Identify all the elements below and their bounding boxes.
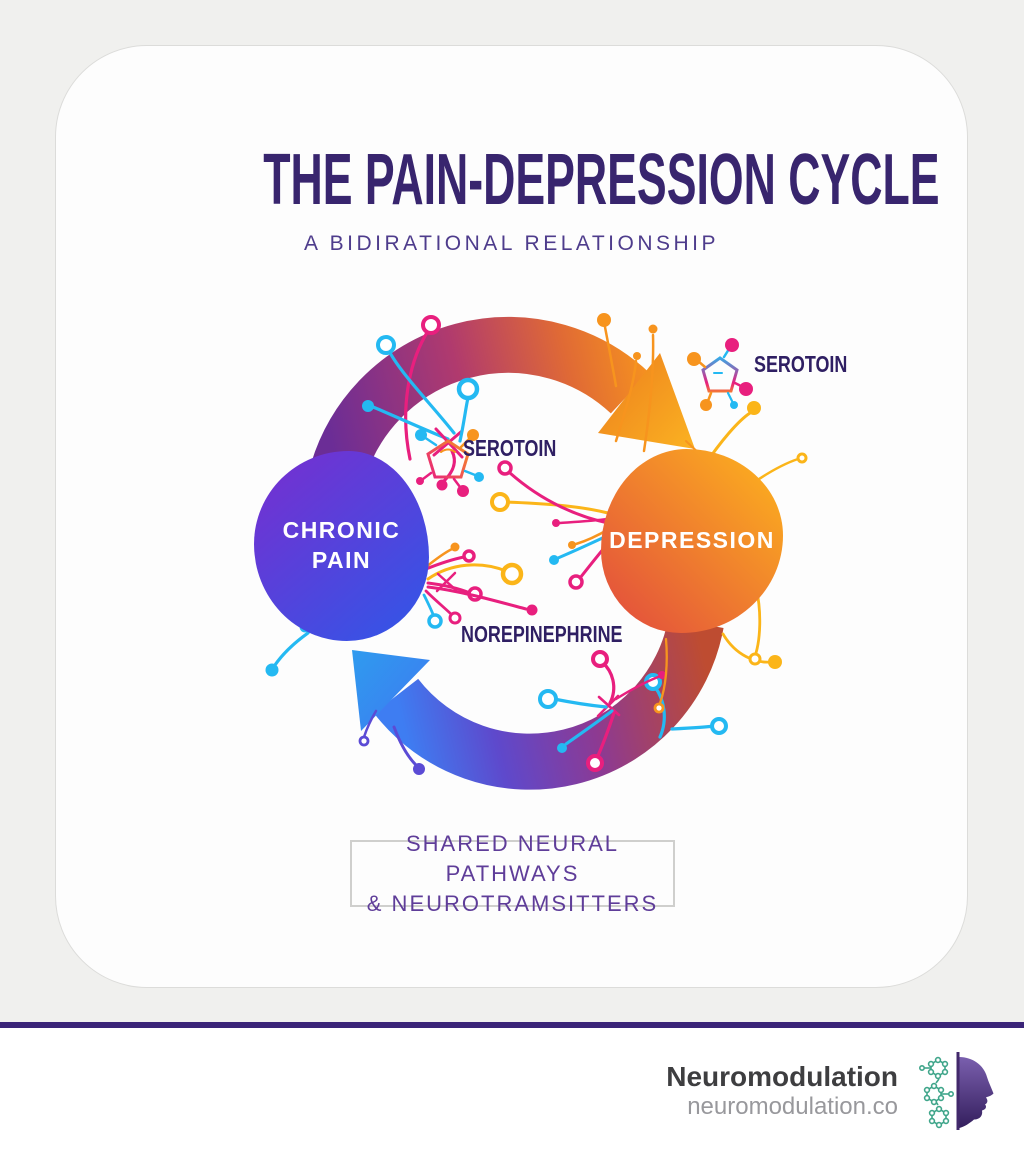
infographic-card: THE PAIN-DEPRESSION CYCLE A BIDIRATIONAL… (55, 45, 968, 988)
neuromodulation-logo (919, 1052, 994, 1130)
brand-domain: neuromodulation.co (687, 1093, 898, 1121)
page-subtitle: A BIDIRATIONAL RELATIONSHIP (303, 232, 720, 255)
depression-label: DEPRESSION (609, 527, 775, 554)
shared-pathways-callout: SHARED NEURAL PATHWAYS & NEUROTRAMSITTER… (350, 831, 675, 916)
neuron-cluster-bottom-middle (538, 650, 728, 772)
callout-line-2: & NEUROTRAMSITTERS (366, 890, 659, 916)
page-background: THE PAIN-DEPRESSION CYCLE A BIDIRATIONAL… (0, 0, 1024, 1022)
logo-head-profile (959, 1057, 994, 1128)
arrow-depression-to-pain (352, 617, 724, 790)
serotonin-label-outer: SEROTOIN (754, 351, 848, 377)
logo-molecules (919, 1056, 954, 1129)
brand-name: Neuromodulation (666, 1060, 898, 1092)
neuron-cluster-depression-left (490, 460, 613, 590)
serotonin-molecule-icon-outer (687, 338, 753, 411)
callout-line-1: SHARED NEURAL PATHWAYS (405, 830, 620, 886)
page-title: THE PAIN-DEPRESSION CYCLE (263, 140, 940, 220)
serotonin-molecule-icon-inner (415, 429, 484, 497)
pain-depression-cycle-diagram: CHRONIC PAIN DEPRESSION SEROTOIN SEROTOI… (56, 291, 969, 801)
logo-divider-line (956, 1052, 960, 1130)
serotonin-label-inner: SEROTOIN (463, 435, 557, 461)
neuron-cluster-depression-bottom (653, 585, 782, 714)
neuron-cluster-top-right (597, 313, 658, 453)
depression-node: DEPRESSION (601, 449, 783, 633)
footer: Neuromodulation neuromodulation.co (0, 1028, 1024, 1154)
cycle-graphic (265, 313, 808, 790)
chronic-pain-node: CHRONIC PAIN (254, 451, 429, 641)
chronic-pain-label: CHRONIC PAIN (282, 517, 401, 573)
footer-divider (0, 1022, 1024, 1028)
norepinephrine-label: NOREPINEPHRINE (461, 621, 623, 647)
neuron-cluster-pain-right (422, 542, 538, 629)
neuron-cluster-top-left (362, 315, 480, 491)
